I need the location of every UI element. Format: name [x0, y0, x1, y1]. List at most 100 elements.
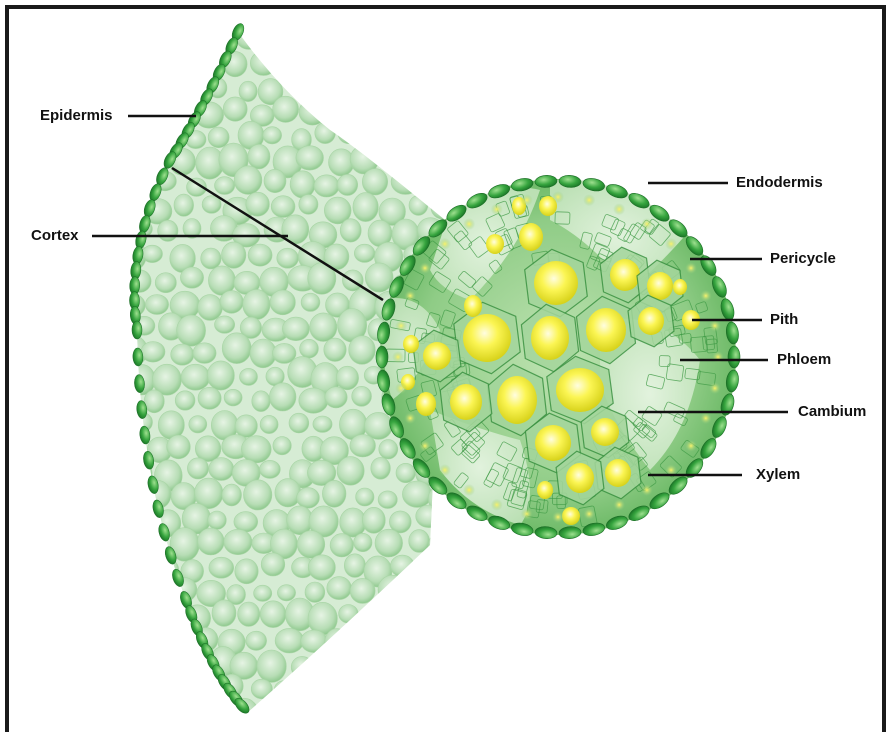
cortex-cell: [116, 387, 139, 407]
cortex-cell: [402, 673, 425, 698]
pericycle-cell: [404, 290, 416, 302]
label-cortex: Cortex: [31, 227, 79, 245]
pericycle-cell: [709, 382, 721, 394]
pith-cell: [463, 314, 511, 362]
cortex-cell: [158, 76, 184, 100]
pericycle-cell: [395, 382, 407, 394]
cortex-cell: [386, 693, 415, 726]
endodermis-cell: [376, 346, 388, 368]
cortex-cell: [141, 342, 165, 363]
cortex-cell: [362, 123, 392, 149]
cortex-cell: [122, 101, 144, 124]
pericycle-cell: [700, 290, 712, 302]
label-pith: Pith: [770, 311, 798, 329]
cortex-cell: [435, 54, 453, 71]
cortex-cell: [119, 57, 143, 79]
cortex-cell: [171, 344, 194, 365]
cortex-cell: [337, 174, 358, 195]
cortex-cell: [207, 361, 234, 390]
pith-cell: [673, 279, 687, 295]
pericycle-cell: [491, 203, 503, 215]
cortex-cell: [224, 529, 252, 554]
cortex-cell: [396, 463, 415, 482]
cortex-cell: [121, 149, 147, 176]
cortex-cell: [305, 582, 325, 602]
cortex-cell: [354, 244, 375, 262]
cortex-cell: [130, 601, 155, 626]
pericycle-cell: [419, 262, 431, 274]
cortex-cell: [156, 599, 185, 627]
cortex-cell: [276, 52, 298, 73]
cortex-cell: [158, 220, 178, 241]
cortex-cell: [382, 632, 401, 653]
cortex-cell: [189, 416, 207, 433]
cortex-cell: [379, 440, 398, 459]
cortex-cell: [301, 293, 320, 311]
cortex-cell: [235, 415, 257, 438]
cortex-cell: [355, 50, 381, 73]
cortex-cell: [439, 697, 465, 723]
cortex-cell: [299, 195, 318, 215]
cortex-cell: [362, 24, 391, 54]
cortex-cell: [184, 27, 210, 54]
cortex-cell: [447, 26, 469, 47]
cortex-cell: [340, 508, 366, 537]
pith-cell: [638, 307, 664, 335]
cortex-cell: [390, 555, 414, 577]
cortex-cell: [352, 386, 372, 406]
cortex-cell: [444, 653, 465, 677]
pith-cell: [403, 335, 419, 353]
pith-cell: [591, 418, 619, 446]
cortex-cell: [270, 290, 295, 315]
cortex-cell: [404, 100, 433, 130]
cortex-cell: [144, 673, 170, 701]
cortex-cell: [209, 557, 234, 578]
cortex-cell: [299, 99, 326, 125]
cortex-cell: [365, 263, 393, 292]
cortex-cell: [391, 74, 421, 108]
pith-cell: [416, 392, 436, 416]
label-phloem: Phloem: [777, 351, 831, 369]
cortex-cell: [310, 313, 337, 342]
cortex-cell: [362, 169, 387, 195]
cortex-cell: [417, 647, 447, 676]
cortex-cell: [204, 694, 233, 725]
cortex-cell: [117, 483, 146, 515]
cortex-cell: [327, 577, 352, 600]
cortex-cell: [133, 557, 152, 576]
pericycle-cell: [392, 351, 404, 363]
cortex-cell: [201, 248, 221, 269]
cortex-cell: [240, 368, 258, 385]
cortex-cell: [260, 460, 281, 478]
cortex-cell: [275, 628, 304, 653]
cortex-cell: [403, 146, 428, 169]
pericycle-cell: [521, 194, 533, 206]
stele-disc: [376, 175, 740, 540]
cortex-cell: [243, 289, 270, 319]
cortex-cell: [168, 53, 193, 76]
cortex-cell: [427, 674, 453, 701]
cortex-cell: [301, 630, 328, 653]
cortex-cell: [313, 416, 332, 432]
cortex-cell: [275, 479, 301, 507]
pericycle-cell: [463, 484, 475, 496]
cortex-cell: [445, 508, 464, 525]
cortex-cell: [250, 51, 276, 76]
cortex-cell: [380, 145, 406, 171]
cortex-cell: [423, 701, 443, 721]
cortex-cell: [143, 533, 162, 554]
pericycle-cell: [709, 320, 721, 332]
pith-cell: [647, 272, 673, 300]
cortex-cell: [418, 121, 439, 144]
cortex-cell: [325, 55, 345, 72]
cortex-cell: [248, 144, 270, 169]
cortex-cell: [234, 512, 258, 532]
cortex-cell: [260, 415, 278, 433]
pith-cell: [519, 223, 543, 251]
cortex-cell: [145, 295, 168, 315]
cortex-cell: [234, 166, 262, 195]
cortex-cell: [402, 481, 431, 507]
pith-cell: [531, 316, 569, 360]
